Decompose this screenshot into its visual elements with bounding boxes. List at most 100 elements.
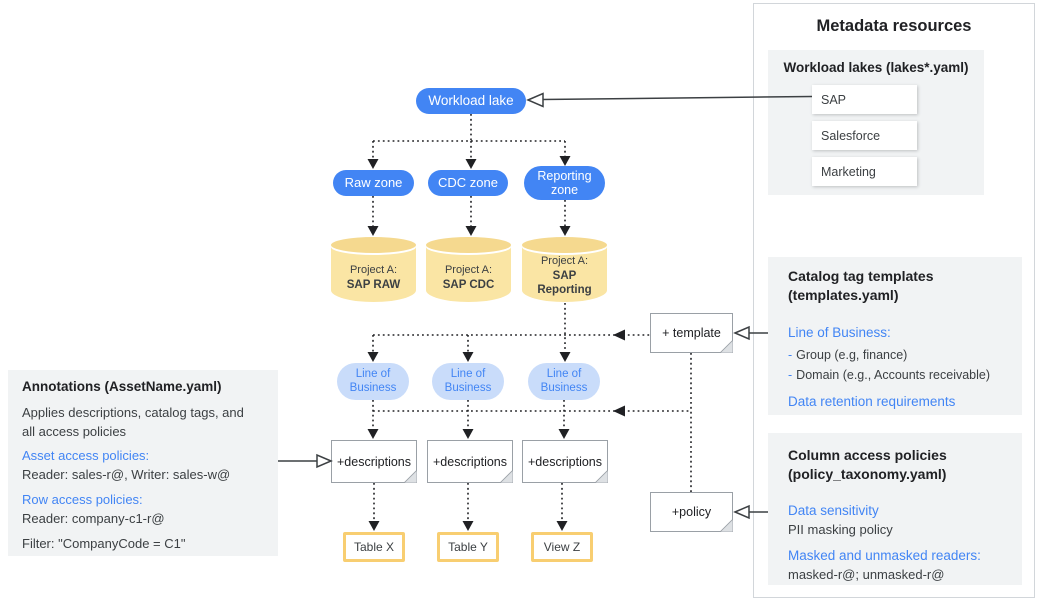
bullet-text: Domain (e.g., Accounts receivable) — [796, 368, 991, 382]
cylinder-line1: Project A: — [444, 264, 493, 277]
open-arrowhead-left — [733, 325, 750, 341]
workload-lake-pill: Workload lake — [416, 88, 526, 114]
row-access-label: Row access policies: — [22, 492, 143, 507]
descriptions-note-3: +descriptions — [522, 440, 608, 483]
note-label: +descriptions — [528, 454, 602, 469]
lake-item-sap: SAP — [812, 85, 917, 114]
output-view-z: View Z — [531, 532, 593, 562]
lake-item-marketing: Marketing — [812, 157, 917, 186]
cylinder-body — [522, 246, 607, 302]
annotations-description-line1: Applies descriptions, catalog tags, and — [22, 405, 244, 420]
arrowhead-down — [556, 521, 568, 531]
filter-value: Filter: "CompanyCode = C1" — [22, 536, 186, 551]
data-sensitivity-value: PII masking policy — [788, 522, 893, 537]
line-of-business-label: Line of Business: — [788, 325, 891, 340]
annotations-description-line2: all access policies — [22, 424, 127, 439]
open-arrowhead-right — [316, 453, 333, 469]
lob-label: Line of Business — [540, 367, 588, 394]
cylinder-line2: SAP RAW — [346, 279, 401, 292]
cylinder-text: Project A: SAP RAW — [331, 255, 416, 302]
bullet-dash: - — [788, 348, 793, 362]
table-label: Table Y — [448, 540, 488, 554]
note-label: + template — [662, 326, 721, 340]
arrowhead-down — [559, 352, 571, 362]
arrowhead-down — [462, 429, 474, 439]
zone-pill-cdc: CDC zone — [428, 170, 508, 196]
note-label: +policy — [671, 505, 712, 519]
column-access-title-line2: (policy_taxonomy.yaml) — [788, 466, 947, 482]
lob-pill-3: Line of Business — [528, 363, 600, 400]
catalog-bullet-group: -Group (e.g, finance) — [788, 348, 907, 362]
table-label: View Z — [543, 540, 581, 554]
table-label: Table X — [353, 540, 395, 554]
arrowhead-down — [462, 352, 474, 362]
lake-item-label: Marketing — [821, 164, 876, 179]
open-arrowhead-left — [733, 504, 750, 520]
template-note: + template — [650, 313, 733, 353]
zone-pill-raw: Raw zone — [333, 170, 414, 196]
policy-note: +policy — [650, 492, 733, 532]
arrowhead-down — [559, 226, 571, 236]
folded-corner-icon — [500, 470, 513, 483]
data-retention-label: Data retention requirements — [788, 394, 956, 409]
row-access-value: Reader: company-c1-r@ — [22, 511, 165, 526]
lake-item-salesforce: Salesforce — [812, 121, 917, 150]
open-arrowhead-left — [526, 92, 544, 108]
cylinder-text: Project A: SAP Reporting — [522, 251, 607, 302]
lob-label: Line of Business — [444, 367, 492, 394]
cylinder-top — [522, 237, 607, 253]
arrowhead-down — [465, 226, 477, 236]
zone-pill-reporting: Reporting zone — [524, 166, 605, 200]
lake-item-label: Salesforce — [821, 128, 881, 143]
cylinder-body — [331, 246, 416, 302]
folded-corner-icon — [720, 519, 733, 532]
folded-corner-icon — [720, 340, 733, 353]
metadata-resources-title: Metadata resources — [816, 17, 972, 35]
descriptions-note-2: +descriptions — [427, 440, 513, 483]
note-label: +descriptions — [433, 454, 507, 469]
annotations-title: Annotations (AssetName.yaml) — [22, 379, 222, 394]
arrowhead-down — [367, 429, 379, 439]
output-table-y: Table Y — [437, 532, 499, 562]
masked-readers-label: Masked and unmasked readers: — [788, 548, 981, 563]
lob-label: Line of Business — [349, 367, 397, 394]
note-label: +descriptions — [337, 454, 411, 469]
cylinder-project-sap-raw: Project A: SAP RAW — [331, 237, 416, 302]
zone-label: CDC zone — [438, 174, 498, 190]
workload-lakes-title: Workload lakes (lakes*.yaml) — [783, 60, 969, 75]
arrowhead-down — [462, 521, 474, 531]
bullet-dash: - — [788, 368, 793, 382]
cylinder-line1: Project A: — [349, 264, 398, 277]
cylinder-line2: SAP CDC — [442, 279, 495, 292]
lob-pill-2: Line of Business — [432, 363, 504, 400]
column-access-policies-box — [768, 433, 1022, 585]
arrowhead-down — [368, 521, 380, 531]
arrowhead-down — [558, 429, 570, 439]
arrowhead-down — [367, 352, 379, 362]
catalog-tag-templates-box — [768, 257, 1022, 415]
cylinder-line1: Project A: — [540, 255, 589, 268]
lob-pill-1: Line of Business — [337, 363, 409, 400]
arrowhead-down — [559, 156, 571, 166]
bullet-text: Group (e.g, finance) — [796, 348, 908, 362]
folded-corner-icon — [404, 470, 417, 483]
zone-label: Reporting zone — [537, 169, 592, 197]
workload-lake-label: Workload lake — [428, 93, 514, 109]
output-table-x: Table X — [343, 532, 405, 562]
asset-access-label: Asset access policies: — [22, 448, 150, 463]
lake-item-label: SAP — [821, 92, 847, 107]
cylinder-body — [426, 246, 511, 302]
cylinder-line2: SAP Reporting — [537, 270, 592, 297]
arrowhead-left — [613, 405, 625, 417]
arrowhead-down — [367, 159, 379, 169]
masked-readers-value: masked-r@; unmasked-r@ — [788, 567, 945, 582]
column-access-title-line1: Column access policies — [788, 447, 947, 463]
descriptions-note-1: +descriptions — [331, 440, 417, 483]
cylinder-project-sap-reporting: Project A: SAP Reporting — [522, 237, 607, 302]
catalog-title-line1: Catalog tag templates — [788, 268, 934, 284]
zone-label: Raw zone — [344, 174, 403, 190]
arrowhead-down — [367, 226, 379, 236]
catalog-title-line2: (templates.yaml) — [788, 287, 899, 303]
arrowhead-down — [465, 159, 477, 169]
